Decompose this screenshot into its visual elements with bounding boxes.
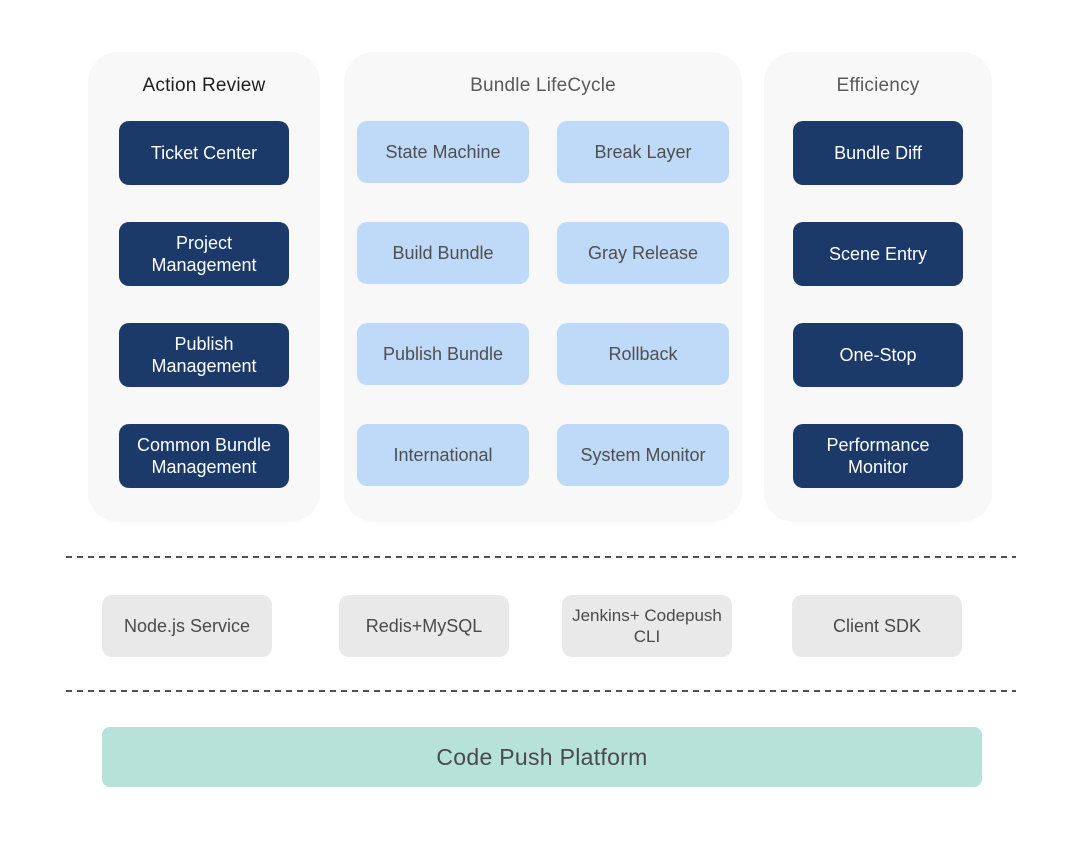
node-one-stop: One-Stop bbox=[793, 323, 963, 387]
node-publish-bundle: Publish Bundle bbox=[357, 323, 529, 385]
node-bundle-diff: Bundle Diff bbox=[793, 121, 963, 185]
node-client-sdk: Client SDK bbox=[792, 595, 962, 657]
node-publish-management: Publish Management bbox=[119, 323, 289, 387]
node-rollback: Rollback bbox=[557, 323, 729, 385]
node-nodejs-service: Node.js Service bbox=[102, 595, 272, 657]
panel-bundle-lifecycle: Bundle LifeCycle State Machine Break Lay… bbox=[344, 52, 742, 522]
node-performance-monitor: Performance Monitor bbox=[793, 424, 963, 488]
node-scene-entry: Scene Entry bbox=[793, 222, 963, 286]
dashed-divider-bottom bbox=[66, 690, 1016, 692]
panel-action-review-title: Action Review bbox=[142, 75, 266, 96]
node-state-machine: State Machine bbox=[357, 121, 529, 183]
node-ticket-center: Ticket Center bbox=[119, 121, 289, 185]
node-gray-release: Gray Release bbox=[557, 222, 729, 284]
node-international: International bbox=[357, 424, 529, 486]
node-break-layer: Break Layer bbox=[557, 121, 729, 183]
node-system-monitor: System Monitor bbox=[557, 424, 729, 486]
node-jenkins-codepush-cli: Jenkins+ Codepush CLI bbox=[562, 595, 732, 657]
bundle-lifecycle-button-group: State Machine Break Layer Build Bundle G… bbox=[344, 121, 742, 488]
action-review-button-group: Ticket Center Project Management Publish… bbox=[88, 121, 320, 488]
panel-bundle-lifecycle-title: Bundle LifeCycle bbox=[470, 75, 616, 96]
efficiency-button-group: Bundle Diff Scene Entry One-Stop Perform… bbox=[764, 121, 992, 488]
node-redis-mysql: Redis+MySQL bbox=[339, 595, 509, 657]
panel-efficiency: Efficiency Bundle Diff Scene Entry One-S… bbox=[764, 52, 992, 522]
platform-bar: Code Push Platform bbox=[102, 727, 982, 787]
dashed-divider-top bbox=[66, 556, 1016, 558]
panel-action-review: Action Review Ticket Center Project Mana… bbox=[88, 52, 320, 522]
node-build-bundle: Build Bundle bbox=[357, 222, 529, 284]
panel-efficiency-title: Efficiency bbox=[836, 75, 920, 96]
node-project-management: Project Management bbox=[119, 222, 289, 286]
node-common-bundle-management: Common Bundle Management bbox=[119, 424, 289, 488]
